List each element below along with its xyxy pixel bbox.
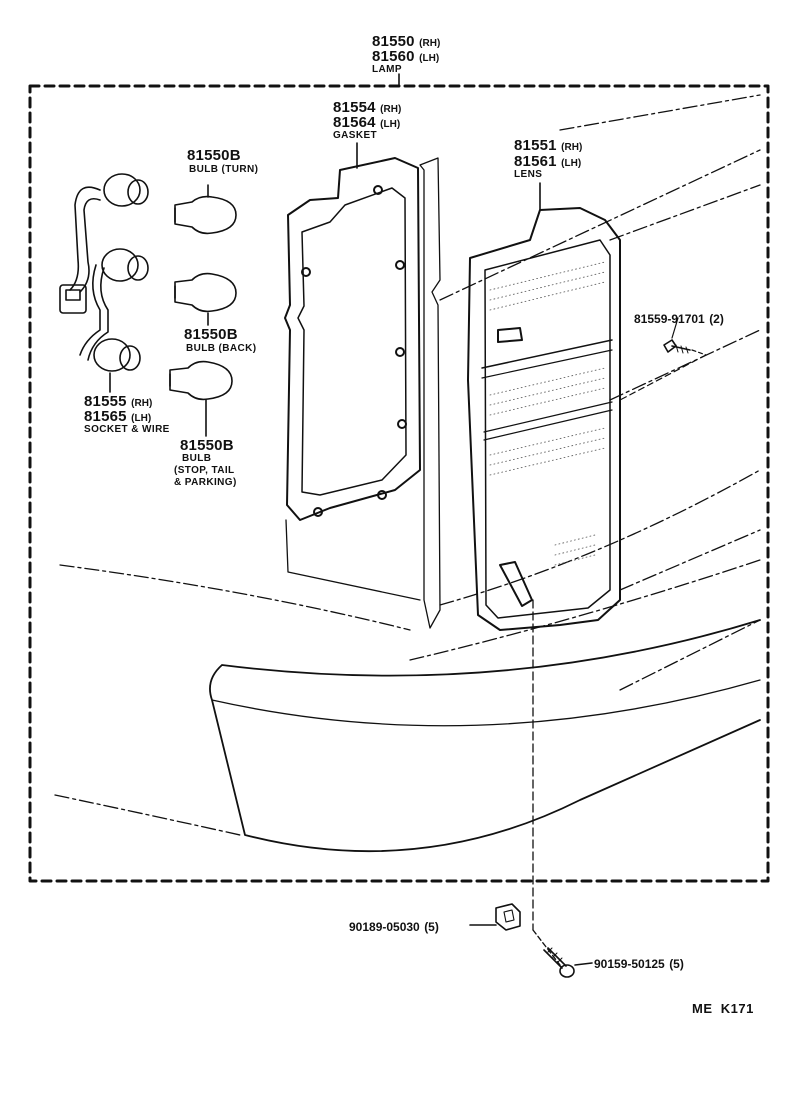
bulb-back-pn: 81550B xyxy=(184,326,238,343)
lens-screw-label: 81559-91701 (2) xyxy=(634,311,724,327)
bulb-stop-name: BULB xyxy=(182,453,212,464)
gasket xyxy=(284,157,421,521)
lens-label: 81551 (RH) xyxy=(514,138,582,154)
lens-screw xyxy=(619,317,707,401)
lens-label-lh: 81561 (LH) xyxy=(514,154,581,170)
bulb-stop-line2-text: STOP, TAIL xyxy=(177,465,235,476)
gasket-label: 81554 (RH) xyxy=(333,100,401,116)
bumper-face xyxy=(211,679,761,727)
gasket-sfx-lh: (LH) xyxy=(380,119,401,130)
lamp-pn-lh: 81560 xyxy=(372,48,415,65)
bulb-stop-line3: & PARKING) xyxy=(174,477,237,488)
socket-name: SOCKET & WIRE xyxy=(84,424,170,435)
socket-label: 81555 (RH) xyxy=(84,394,152,410)
bulb-turn-pn: 81550B xyxy=(187,147,241,164)
lamp-label: 81550 (RH) xyxy=(372,34,440,50)
lamp-name: LAMP xyxy=(372,64,402,75)
housing-base xyxy=(285,519,421,601)
bulb-back xyxy=(174,272,237,326)
socket-sfx-lh: (LH) xyxy=(131,413,152,424)
screw-qty: (5) xyxy=(669,957,684,971)
screw-label: 90159-50125 (5) xyxy=(594,956,684,972)
lens-screw-qty: (2) xyxy=(709,312,724,326)
bulb-stop xyxy=(169,360,233,437)
fastener-guide-2 xyxy=(532,929,561,966)
lens xyxy=(467,207,621,631)
housing-outline xyxy=(419,157,441,629)
gasket-pn-rh: 81554 xyxy=(333,99,376,116)
nut-label: 90189-05030 (5) xyxy=(349,919,439,935)
assembly-boundary xyxy=(28,84,770,883)
lens-pn-rh: 81551 xyxy=(514,137,557,154)
body-outline xyxy=(54,94,761,836)
socket-label-lh: 81565 (LH) xyxy=(84,409,151,425)
bumper xyxy=(209,619,761,853)
nut-pn: 90189-05030 xyxy=(349,920,420,934)
bulb-stop-line3-text: & PARKING xyxy=(174,477,233,488)
bulb-turn xyxy=(174,184,237,235)
bulb-back-name: BULB (BACK) xyxy=(186,343,257,354)
bulb-stop-line2: (STOP, TAIL xyxy=(174,465,235,476)
lens-name: LENS xyxy=(514,169,543,180)
bulb-turn-name: BULB (TURN) xyxy=(189,164,259,175)
socket-pn-lh: 81565 xyxy=(84,408,127,425)
socket-pn-rh: 81555 xyxy=(84,393,127,410)
lens-sfx-rh: (RH) xyxy=(561,142,583,153)
lamp-sfx-lh: (LH) xyxy=(419,53,440,64)
lamp-sfx-rh: (RH) xyxy=(419,38,441,49)
screw xyxy=(543,947,593,978)
lamp-label-lh: 81560 (LH) xyxy=(372,49,439,65)
nut xyxy=(469,903,521,931)
gasket-name: GASKET xyxy=(333,130,378,141)
gasket-pn-lh: 81564 xyxy=(333,114,376,131)
gasket-sfx-rh: (RH) xyxy=(380,104,402,115)
lens-pn-lh: 81561 xyxy=(514,153,557,170)
lens-sfx-lh: (LH) xyxy=(561,158,582,169)
nut-qty: (5) xyxy=(424,920,439,934)
lens-screw-pn: 81559-91701 xyxy=(634,312,705,326)
socket-and-wire xyxy=(59,173,149,372)
lens-texture xyxy=(489,261,606,566)
gasket-label-lh: 81564 (LH) xyxy=(333,115,400,131)
socket-sfx-rh: (RH) xyxy=(131,398,153,409)
screw-pn: 90159-50125 xyxy=(594,957,665,971)
bulb-stop-pn: 81550B xyxy=(180,437,234,454)
lamp-pn-rh: 81550 xyxy=(372,33,415,50)
reference-code: ME K171 xyxy=(692,1001,754,1016)
